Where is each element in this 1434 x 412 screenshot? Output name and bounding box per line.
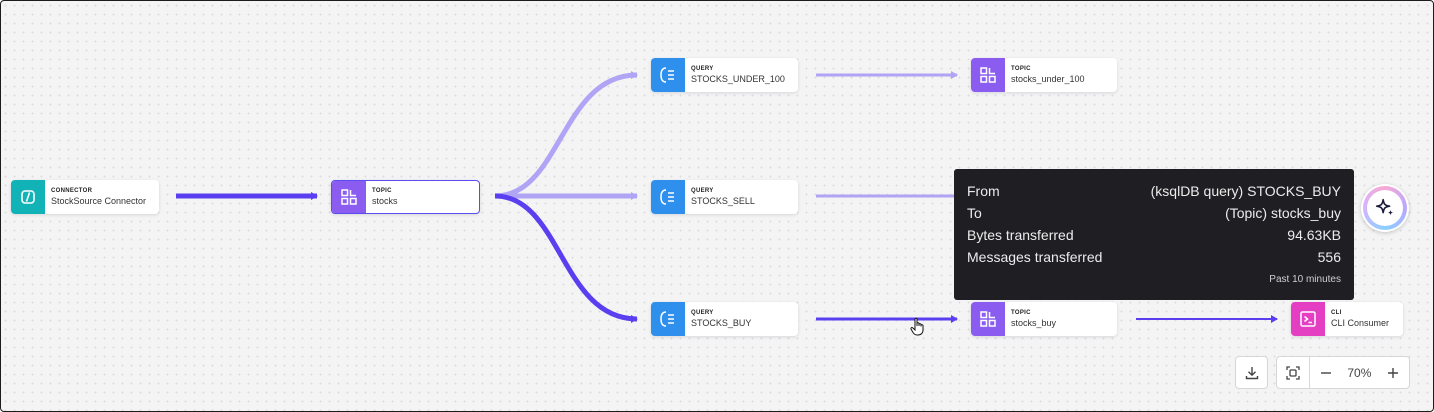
node-topic-stocks-buy[interactable]: TOPIC stocks_buy xyxy=(971,302,1117,336)
tooltip-bytes-label: Bytes transferred xyxy=(967,227,1074,243)
topic-icon xyxy=(332,181,366,213)
node-label: CLI Consumer xyxy=(1331,318,1390,328)
tooltip-to-value: (Topic) stocks_buy xyxy=(1225,205,1341,221)
node-label: stocks_under_100 xyxy=(1011,74,1085,84)
node-kind: QUERY xyxy=(691,188,714,194)
download-button[interactable] xyxy=(1235,356,1268,389)
minus-icon xyxy=(1320,371,1331,374)
node-kind: TOPIC xyxy=(1011,310,1031,316)
node-kind: CONNECTOR xyxy=(51,188,93,194)
terminal-icon xyxy=(1291,302,1325,336)
topic-icon xyxy=(971,302,1005,336)
node-label: stocks_buy xyxy=(1011,318,1057,328)
node-topic-stocks-under-100[interactable]: TOPIC stocks_under_100 xyxy=(971,58,1117,92)
node-cli-consumer[interactable]: CLI CLI Consumer xyxy=(1291,302,1403,336)
edge-stocks-to-buy[interactable] xyxy=(494,193,638,323)
edge-tooltip: From (ksqlDB query) STOCKS_BUY To (Topic… xyxy=(954,169,1354,300)
node-connector[interactable]: CONNECTOR StockSource Connector xyxy=(11,180,159,214)
tooltip-messages-label: Messages transferred xyxy=(967,249,1103,265)
sparkle-icon xyxy=(1375,198,1394,216)
tooltip-to-label: To xyxy=(967,205,982,221)
connector-icon xyxy=(11,180,45,214)
ai-assistant-button[interactable] xyxy=(1361,184,1409,232)
hand-cursor-icon xyxy=(910,317,924,336)
zoom-level: 70% xyxy=(1347,365,1372,380)
download-icon xyxy=(1245,366,1258,379)
query-icon xyxy=(651,302,685,336)
node-label: STOCKS_BUY xyxy=(691,318,752,328)
edge-stocks-to-under100[interactable] xyxy=(494,71,638,199)
fit-view-icon xyxy=(1286,365,1300,380)
tooltip-period: Past 10 minutes xyxy=(1269,274,1341,285)
node-query-stocks-buy[interactable]: QUERY STOCKS_BUY xyxy=(651,302,798,336)
node-kind: QUERY xyxy=(691,310,714,316)
tooltip-row-to: To (Topic) stocks_buy xyxy=(967,202,1341,224)
node-label: STOCKS_UNDER_100 xyxy=(691,74,785,84)
zoom-controls: 70% xyxy=(1276,356,1410,389)
tooltip-bytes-value: 94.63KB xyxy=(1287,227,1341,243)
node-label: stocks xyxy=(372,196,398,206)
divider xyxy=(1308,357,1310,388)
plus-icon xyxy=(1388,367,1399,378)
tooltip-from-value: (ksqlDB query) STOCKS_BUY xyxy=(1150,183,1341,199)
node-label: StockSource Connector xyxy=(51,196,147,206)
query-icon xyxy=(651,180,685,214)
node-kind: TOPIC xyxy=(372,188,392,194)
topic-icon xyxy=(971,58,1005,92)
zoom-in-button[interactable] xyxy=(1377,357,1409,388)
node-kind: QUERY xyxy=(691,66,714,72)
tooltip-messages-value: 556 xyxy=(1317,249,1341,265)
node-query-stocks-sell[interactable]: QUERY STOCKS_SELL xyxy=(651,180,798,214)
tooltip-row-bytes: Bytes transferred 94.63KB xyxy=(967,224,1341,246)
query-icon xyxy=(651,58,685,92)
tooltip-from-label: From xyxy=(967,183,1000,199)
node-kind: CLI xyxy=(1331,310,1342,316)
fit-view-button[interactable] xyxy=(1277,357,1309,388)
node-kind: TOPIC xyxy=(1011,66,1031,72)
zoom-out-button[interactable] xyxy=(1310,357,1342,388)
node-topic-stocks[interactable]: TOPIC stocks xyxy=(331,180,480,214)
node-label: STOCKS_SELL xyxy=(691,196,755,206)
node-query-stocks-under-100[interactable]: QUERY STOCKS_UNDER_100 xyxy=(651,58,798,92)
tooltip-row-from: From (ksqlDB query) STOCKS_BUY xyxy=(967,180,1341,202)
tooltip-row-messages: Messages transferred 556 xyxy=(967,246,1341,268)
